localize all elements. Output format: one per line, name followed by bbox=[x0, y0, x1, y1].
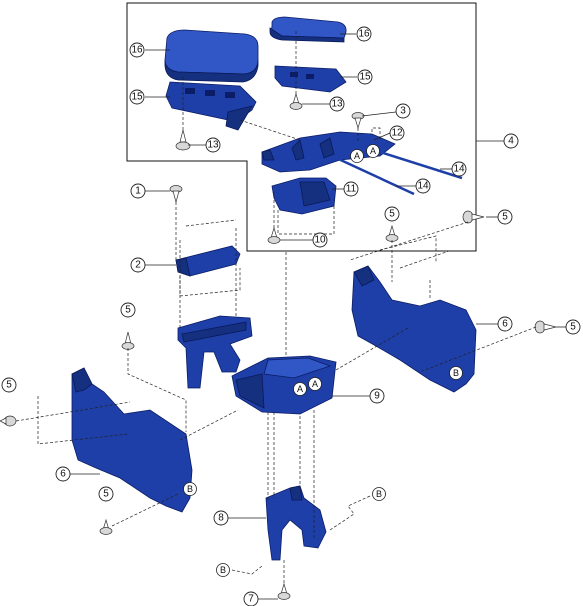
svg-text:6: 6 bbox=[502, 319, 508, 330]
screw-13-left bbox=[175, 129, 191, 151]
callout-4: 4 bbox=[503, 133, 519, 149]
callout-12: 12 bbox=[389, 125, 405, 141]
svg-text:10: 10 bbox=[314, 235, 326, 246]
callout-5-right: 5 bbox=[565, 319, 581, 335]
screw-5-bottom-left bbox=[99, 518, 113, 535]
assembly-guide-lines bbox=[15, 30, 537, 584]
screw-1 bbox=[169, 185, 183, 204]
svg-text:14: 14 bbox=[417, 181, 429, 192]
svg-text:9: 9 bbox=[374, 391, 380, 402]
console-bracket bbox=[261, 131, 396, 173]
callout-14-upper: 14 bbox=[451, 161, 467, 177]
svg-text:3: 3 bbox=[400, 106, 406, 117]
svg-text:16: 16 bbox=[358, 29, 370, 40]
leader-lines bbox=[70, 33, 566, 600]
callout-15-right: 15 bbox=[357, 69, 373, 85]
svg-text:5: 5 bbox=[6, 380, 12, 391]
callout-15-left: 15 bbox=[129, 89, 145, 105]
screw-5-left bbox=[0, 415, 17, 427]
svg-text:B: B bbox=[220, 565, 226, 575]
callout-6-left: 6 bbox=[55, 466, 71, 482]
rear-bracket bbox=[265, 485, 327, 561]
detail-frame bbox=[126, 2, 477, 252]
callout-7: 7 bbox=[243, 591, 259, 606]
callout-13-right: 13 bbox=[329, 96, 345, 112]
callout-5-top-right: 5 bbox=[497, 209, 513, 225]
svg-text:16: 16 bbox=[131, 45, 143, 56]
callout-11: 11 bbox=[343, 181, 359, 197]
svg-text:A: A bbox=[354, 151, 360, 161]
callout-5-middle-left: 5 bbox=[120, 302, 136, 318]
svg-text:14: 14 bbox=[453, 164, 465, 175]
side-panel-left bbox=[71, 367, 193, 513]
screw-5-middle-left bbox=[121, 331, 135, 350]
lid-inner-panel-right bbox=[274, 65, 347, 93]
callout-6-right: 6 bbox=[497, 316, 513, 332]
svg-text:11: 11 bbox=[346, 184, 357, 195]
svg-text:B: B bbox=[187, 484, 193, 494]
svg-text:A: A bbox=[370, 146, 376, 156]
marker-a-inset-1: A bbox=[350, 149, 364, 163]
svg-text:8: 8 bbox=[218, 513, 224, 524]
armrest-lid-left bbox=[164, 29, 259, 83]
callout-8: 8 bbox=[213, 510, 229, 526]
screw-13-right bbox=[289, 92, 303, 110]
callout-2: 2 bbox=[130, 257, 146, 273]
screw-7 bbox=[277, 582, 291, 600]
callout-10: 10 bbox=[312, 232, 328, 248]
svg-text:A: A bbox=[312, 379, 318, 389]
callout-5-left: 5 bbox=[1, 377, 17, 393]
callout-14-lower: 14 bbox=[415, 178, 431, 194]
screw-3 bbox=[351, 112, 365, 130]
screw-10 bbox=[267, 226, 281, 244]
callout-9: 9 bbox=[369, 388, 385, 404]
svg-text:B: B bbox=[453, 368, 459, 378]
svg-text:5: 5 bbox=[389, 209, 395, 220]
upper-bracket-panel bbox=[175, 245, 241, 277]
svg-text:13: 13 bbox=[331, 99, 343, 110]
callout-5-bottom-left: 5 bbox=[98, 486, 114, 502]
marker-b-left-panel: B bbox=[183, 482, 197, 496]
storage-tray bbox=[271, 177, 337, 215]
svg-text:5: 5 bbox=[570, 322, 576, 333]
svg-text:5: 5 bbox=[502, 212, 508, 223]
screw-5-top-right-side bbox=[462, 210, 485, 224]
svg-text:4: 4 bbox=[508, 136, 514, 147]
svg-text:7: 7 bbox=[248, 594, 254, 605]
callout-16-right: 16 bbox=[356, 26, 372, 42]
svg-text:5: 5 bbox=[103, 489, 109, 500]
lid-inner-panel-left bbox=[165, 81, 257, 131]
side-panel-right bbox=[351, 265, 477, 393]
slide-rod-lower bbox=[331, 154, 415, 196]
svg-text:B: B bbox=[376, 489, 382, 499]
screw-5-right bbox=[534, 320, 557, 334]
svg-text:A: A bbox=[297, 384, 303, 394]
marker-a-box-2: A bbox=[308, 377, 322, 391]
marker-b-bracket-right: B bbox=[372, 487, 386, 501]
callout-16-left: 16 bbox=[129, 42, 145, 58]
svg-text:13: 13 bbox=[207, 140, 219, 151]
console-frame bbox=[177, 315, 253, 389]
svg-text:6: 6 bbox=[60, 469, 66, 480]
console-box bbox=[231, 355, 337, 415]
svg-text:5: 5 bbox=[125, 305, 131, 316]
svg-text:15: 15 bbox=[359, 72, 371, 83]
callout-3: 3 bbox=[395, 103, 411, 119]
armrest-lid-right bbox=[269, 16, 347, 43]
marker-a-box-1: A bbox=[293, 382, 307, 396]
svg-text:15: 15 bbox=[131, 92, 143, 103]
callout-1: 1 bbox=[130, 183, 146, 199]
callout-13-left: 13 bbox=[205, 137, 221, 153]
callout-5-top-middle: 5 bbox=[384, 206, 400, 222]
marker-a-inset-2: A bbox=[366, 144, 380, 158]
svg-text:2: 2 bbox=[135, 260, 141, 271]
marker-b-bracket-left: B bbox=[216, 563, 230, 577]
svg-text:12: 12 bbox=[391, 128, 403, 139]
marker-b-right-panel: B bbox=[449, 366, 463, 380]
screw-5-top-right bbox=[385, 224, 399, 242]
svg-text:1: 1 bbox=[135, 186, 141, 197]
